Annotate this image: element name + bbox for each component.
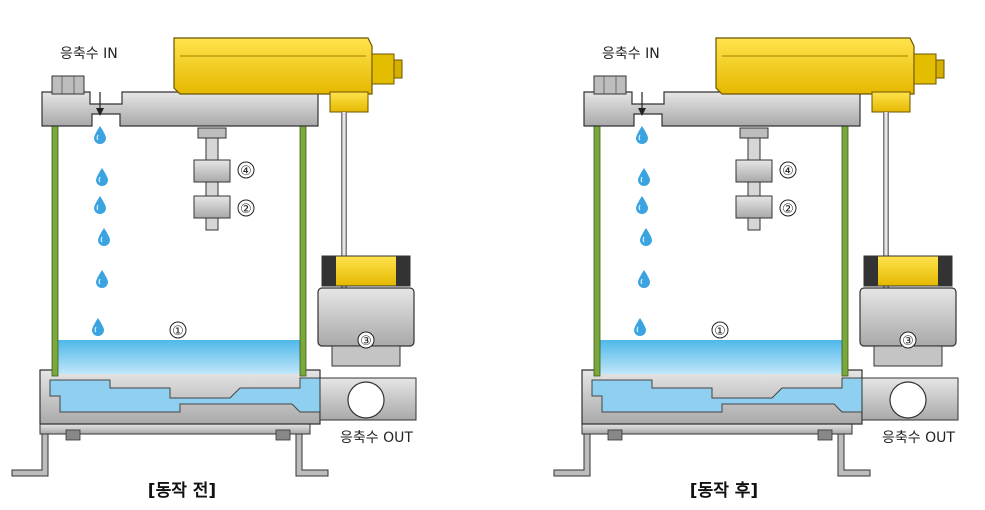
svg-text:②: ②: [782, 202, 794, 217]
svg-text:③: ③: [360, 334, 372, 349]
inlet-label: 응축수 IN: [602, 46, 660, 62]
callout-3: ③: [899, 331, 917, 349]
svg-text:②: ②: [240, 202, 252, 217]
callout-3: ③: [357, 331, 375, 349]
callout-2: ②: [237, 199, 255, 217]
inlet-label: 응축수 IN: [60, 46, 118, 62]
callout-1: ①: [711, 321, 729, 339]
svg-text:④: ④: [240, 164, 252, 179]
condensate-droplets: [92, 126, 110, 336]
outlet-label: 응축수 OUT: [882, 430, 955, 446]
svg-text:①: ①: [172, 324, 184, 339]
panel-before: ④ ② ① ③ 응축수 IN 응축수 OUT [동작 전]: [12, 38, 416, 501]
svg-text:①: ①: [714, 324, 726, 339]
svg-text:③: ③: [902, 334, 914, 349]
panel-caption: [동작 전]: [148, 481, 216, 501]
panel-caption: [동작 후]: [690, 480, 758, 501]
outlet-label: 응축수 OUT: [340, 430, 413, 446]
callout-2: ②: [779, 199, 797, 217]
condensate-droplets: [634, 126, 652, 336]
panel-after: ④ ② ① ③ 응축수 IN 응축수 OUT [동작 후]: [554, 38, 958, 501]
callout-4: ④: [779, 161, 797, 179]
callout-1: ①: [169, 321, 187, 339]
svg-text:④: ④: [782, 164, 794, 179]
callout-4: ④: [237, 161, 255, 179]
